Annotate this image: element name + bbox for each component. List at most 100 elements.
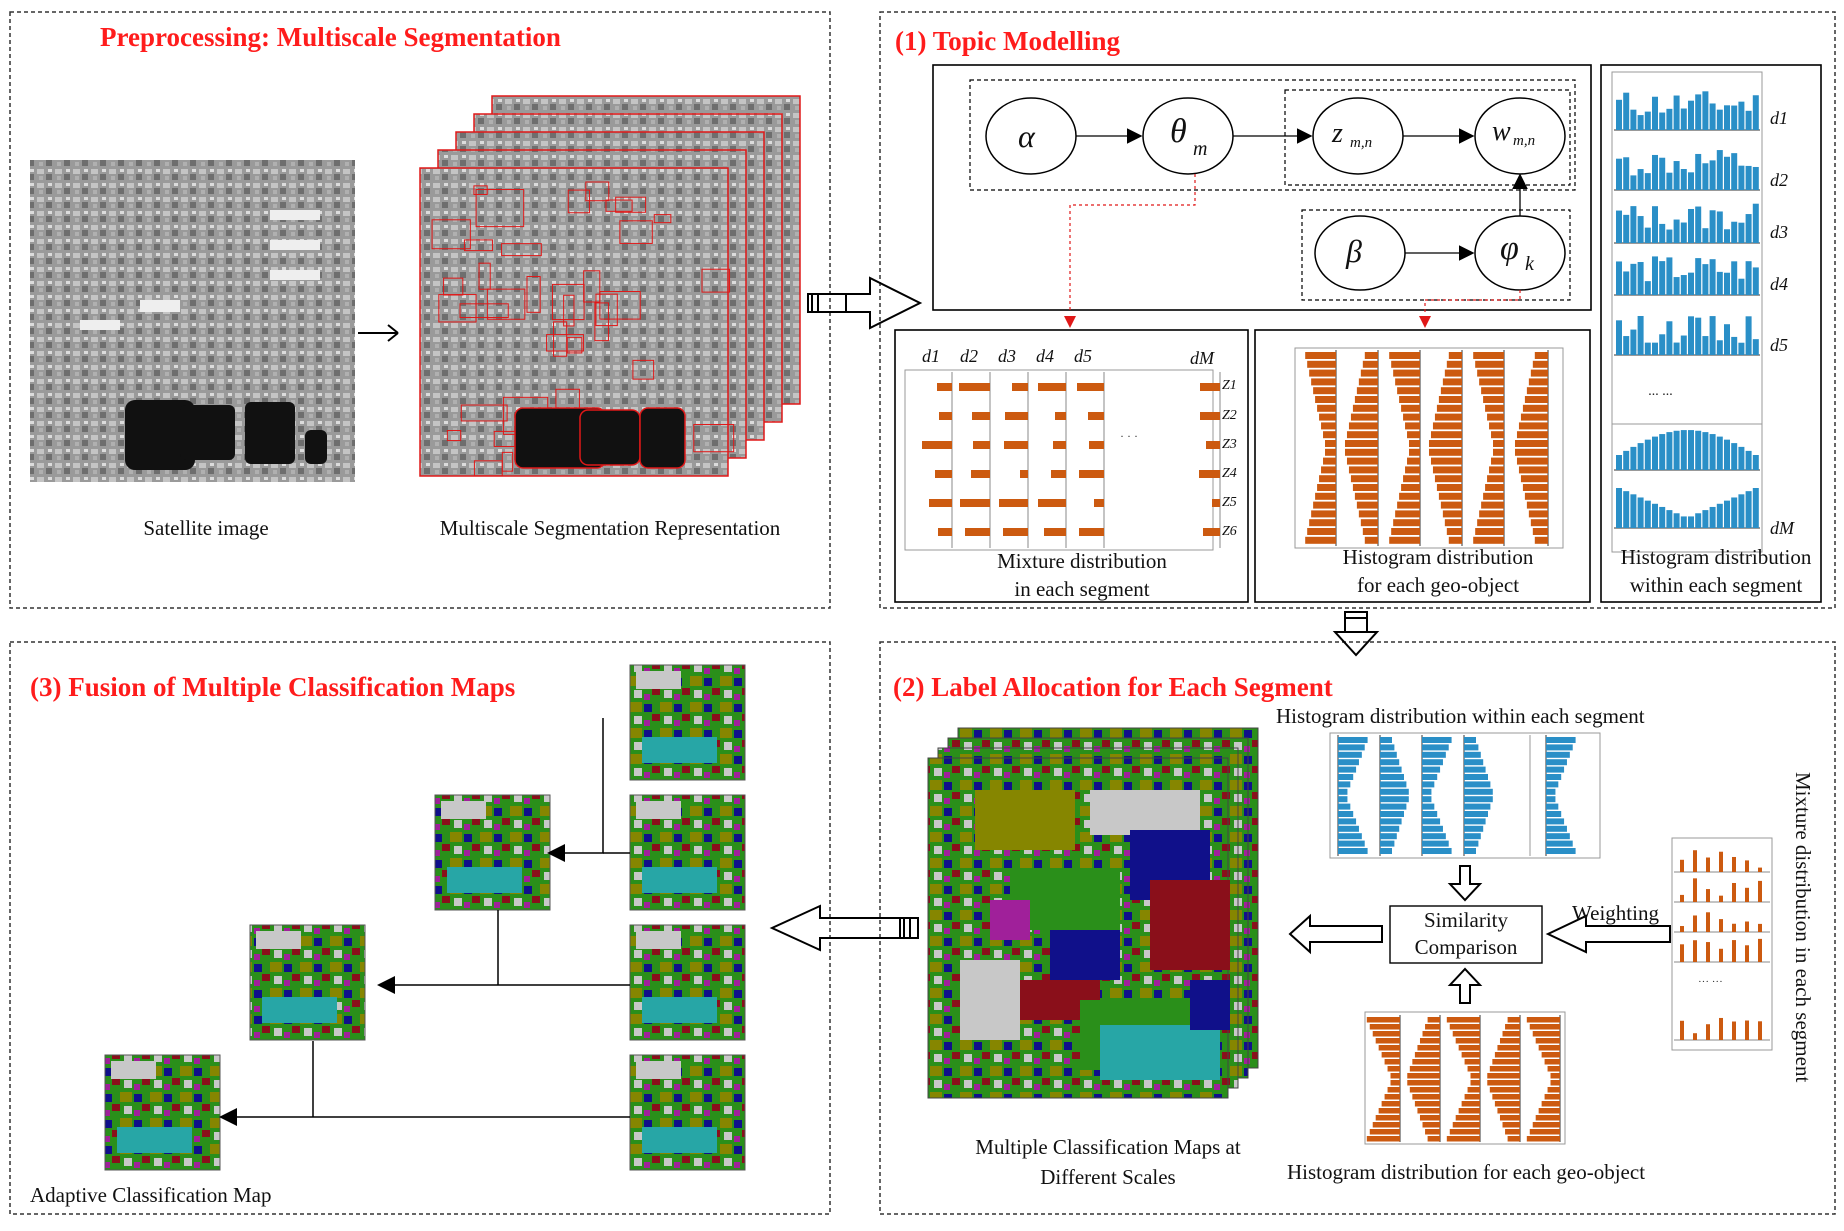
geo-bar	[1354, 396, 1378, 403]
geo-bar	[1348, 422, 1378, 430]
preprocess-arrow	[358, 324, 399, 342]
label-geo-bar	[1390, 1073, 1400, 1079]
mixture-bar	[938, 528, 952, 536]
segment-bar	[1752, 488, 1759, 528]
label-geo-bar	[1452, 1031, 1480, 1037]
label-geo-bar	[1470, 1073, 1480, 1079]
red-arrowheads	[1064, 316, 1431, 328]
segment-bar	[1616, 488, 1622, 528]
label-geo-bar	[1419, 1115, 1440, 1121]
label-geo-bar	[1505, 1129, 1520, 1135]
fusion-tree-lines	[219, 718, 630, 1126]
geo-bar	[1473, 352, 1504, 359]
geo-bar	[1528, 378, 1548, 386]
segment-doc-label: d3	[1770, 222, 1788, 242]
segment-bar	[1630, 446, 1637, 470]
label-geo-bar	[1446, 1136, 1480, 1142]
geo-bar	[1311, 510, 1336, 518]
label-geo-bar	[1499, 1115, 1520, 1121]
segment-bar	[1702, 336, 1709, 355]
segment-bar	[1752, 339, 1759, 355]
label-geo-bar	[1538, 1108, 1560, 1114]
theta-subscript: m	[1193, 138, 1208, 160]
mixture-bar	[1038, 499, 1066, 507]
satellite-water-bodies	[125, 400, 327, 470]
topic-label: Z2	[1222, 408, 1237, 423]
label-seg-bar	[1338, 825, 1359, 832]
topic-label: Z4	[1222, 466, 1237, 481]
geo-bar	[1391, 360, 1420, 368]
segment-bar	[1673, 430, 1680, 470]
geo-bar	[1407, 431, 1420, 439]
mixture-doc-label: dM	[1190, 348, 1214, 368]
label-mix-bar	[1680, 944, 1684, 962]
geo-bar	[1520, 413, 1548, 421]
label-geo-bar	[1378, 1108, 1400, 1114]
geo-caption-line1: Histogram distribution	[1342, 545, 1534, 569]
segment-bar	[1666, 257, 1673, 295]
label-seg-bar	[1546, 833, 1570, 840]
geo-bar	[1389, 536, 1420, 544]
geo-bar	[1430, 431, 1462, 439]
label-seg-bar	[1380, 766, 1402, 773]
label-mix-bar	[1680, 1020, 1684, 1040]
segment-bar	[1695, 430, 1702, 470]
geo-bar	[1364, 536, 1378, 544]
label-mix-bar	[1680, 894, 1684, 902]
mixture-bar	[937, 383, 952, 391]
geo-bar	[1430, 457, 1462, 465]
geo-bar	[1307, 360, 1336, 368]
segment-bar	[1616, 210, 1622, 243]
mixture-bar	[1044, 528, 1066, 536]
geo-bar	[1520, 475, 1548, 483]
segment-bar	[1731, 336, 1738, 355]
segment-outline	[546, 334, 584, 352]
geo-bar	[1534, 536, 1548, 544]
geo-bar	[1479, 378, 1504, 386]
mixture-bar	[1079, 528, 1104, 536]
geo-bar	[1317, 404, 1336, 412]
segment-bar	[1738, 494, 1745, 528]
mixture-bar	[1053, 441, 1066, 449]
label-geo-bar	[1547, 1066, 1560, 1072]
label-seg-bar	[1464, 774, 1488, 780]
geo-bar	[1489, 466, 1504, 474]
label-geo-bar	[1384, 1094, 1400, 1100]
mixture-bar	[922, 441, 952, 449]
geo-bar	[1352, 484, 1378, 491]
mixture-caption-line2: in each segment	[1014, 577, 1150, 601]
segment-bar	[1680, 516, 1687, 528]
weighting-label: Weighting	[1572, 901, 1659, 925]
label-mix-bar	[1719, 1017, 1723, 1040]
geo-bar	[1516, 457, 1548, 465]
mixture-bar	[1203, 528, 1220, 536]
geo-bar	[1409, 440, 1420, 447]
segment-bar	[1644, 281, 1651, 295]
geo-bar	[1362, 360, 1378, 368]
segment-bar	[1688, 172, 1694, 190]
label-geo-bar	[1419, 1038, 1440, 1044]
label-geo-bar	[1366, 1136, 1400, 1142]
label-geo-bar	[1452, 1122, 1480, 1128]
label-seg-bar	[1338, 818, 1357, 825]
plate-topic	[1301, 209, 1571, 301]
segment-outline	[585, 181, 610, 202]
geo-bar	[1475, 360, 1504, 368]
segment-bar	[1695, 206, 1702, 243]
segment-bar	[1666, 229, 1673, 243]
label-seg-bar	[1464, 848, 1476, 854]
segment-bar	[1666, 108, 1673, 130]
segment-bar	[1616, 99, 1622, 130]
fusion-map-water	[262, 997, 337, 1023]
panel-fusion-frame	[9, 641, 831, 1215]
segment-outline	[599, 291, 641, 320]
geo-bar	[1436, 404, 1462, 412]
geo-bar	[1516, 431, 1548, 439]
geo-bar	[1440, 501, 1462, 509]
label-geo-histograms	[1366, 1015, 1561, 1142]
geo-bar	[1446, 360, 1462, 368]
label-seg-bar	[1422, 833, 1446, 840]
segmentation-stack	[419, 95, 801, 477]
segment-bar	[1738, 165, 1745, 190]
geo-bar	[1522, 484, 1548, 491]
